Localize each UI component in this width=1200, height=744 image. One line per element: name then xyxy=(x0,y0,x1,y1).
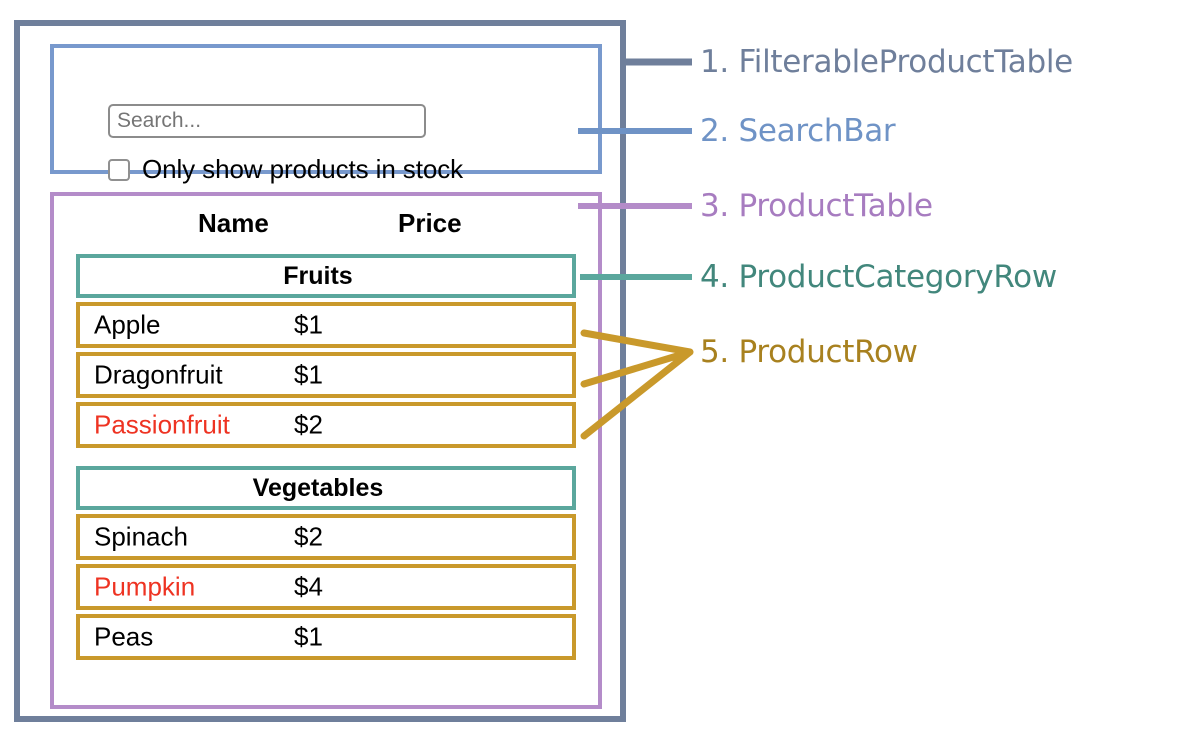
product-price: $1 xyxy=(294,309,323,340)
product-row[interactable]: Passionfruit $2 xyxy=(76,402,576,448)
product-row[interactable]: Pumpkin $4 xyxy=(76,564,576,610)
product-name: Dragonfruit xyxy=(94,359,223,390)
legend-label-product-table: 3. ProductTable xyxy=(700,188,933,224)
product-price: $2 xyxy=(294,409,323,440)
product-name: Apple xyxy=(94,309,161,340)
in-stock-filter-row[interactable]: Only show products in stock xyxy=(108,154,463,185)
search-input[interactable] xyxy=(108,104,426,138)
product-price: $1 xyxy=(294,359,323,390)
legend-label-product-category-row: 4. ProductCategoryRow xyxy=(700,259,1057,295)
legend-label-search-bar: 2. SearchBar xyxy=(700,113,896,149)
legend-label-filterable-product-table: 1. FilterableProductTable xyxy=(700,44,1073,80)
filterable-product-table-box: Only show products in stock Name Price F… xyxy=(14,20,626,722)
product-category-row: Fruits xyxy=(76,254,576,298)
product-row[interactable]: Apple $1 xyxy=(76,302,576,348)
product-row[interactable]: Spinach $2 xyxy=(76,514,576,560)
product-price: $2 xyxy=(294,521,323,552)
product-category-label: Fruits xyxy=(283,261,353,290)
category-group-spacer xyxy=(76,452,576,466)
product-category-row: Vegetables xyxy=(76,466,576,510)
product-price: $4 xyxy=(294,571,323,602)
product-category-label: Vegetables xyxy=(252,473,384,502)
checkbox-icon[interactable] xyxy=(108,158,130,181)
product-name: Passionfruit xyxy=(94,409,230,440)
search-bar-box: Only show products in stock xyxy=(50,44,602,184)
product-name: Pumpkin xyxy=(94,571,196,602)
product-rows-area: Fruits Apple $1 Dragonfruit $1 Passionfr… xyxy=(76,254,576,664)
product-name: Spinach xyxy=(94,521,188,552)
product-row[interactable]: Peas $1 xyxy=(76,614,576,660)
column-header-price: Price xyxy=(398,208,462,238)
product-table-box: Name Price Fruits Apple $1 Dragonfruit $… xyxy=(50,192,602,709)
table-header-row: Name Price xyxy=(54,208,598,246)
product-row[interactable]: Dragonfruit $1 xyxy=(76,352,576,398)
product-name: Peas xyxy=(94,621,154,652)
in-stock-checkbox-label: Only show products in stock xyxy=(142,154,463,184)
column-header-name: Name xyxy=(198,208,269,238)
legend-label-product-row: 5. ProductRow xyxy=(700,334,918,370)
product-price: $1 xyxy=(294,621,323,652)
